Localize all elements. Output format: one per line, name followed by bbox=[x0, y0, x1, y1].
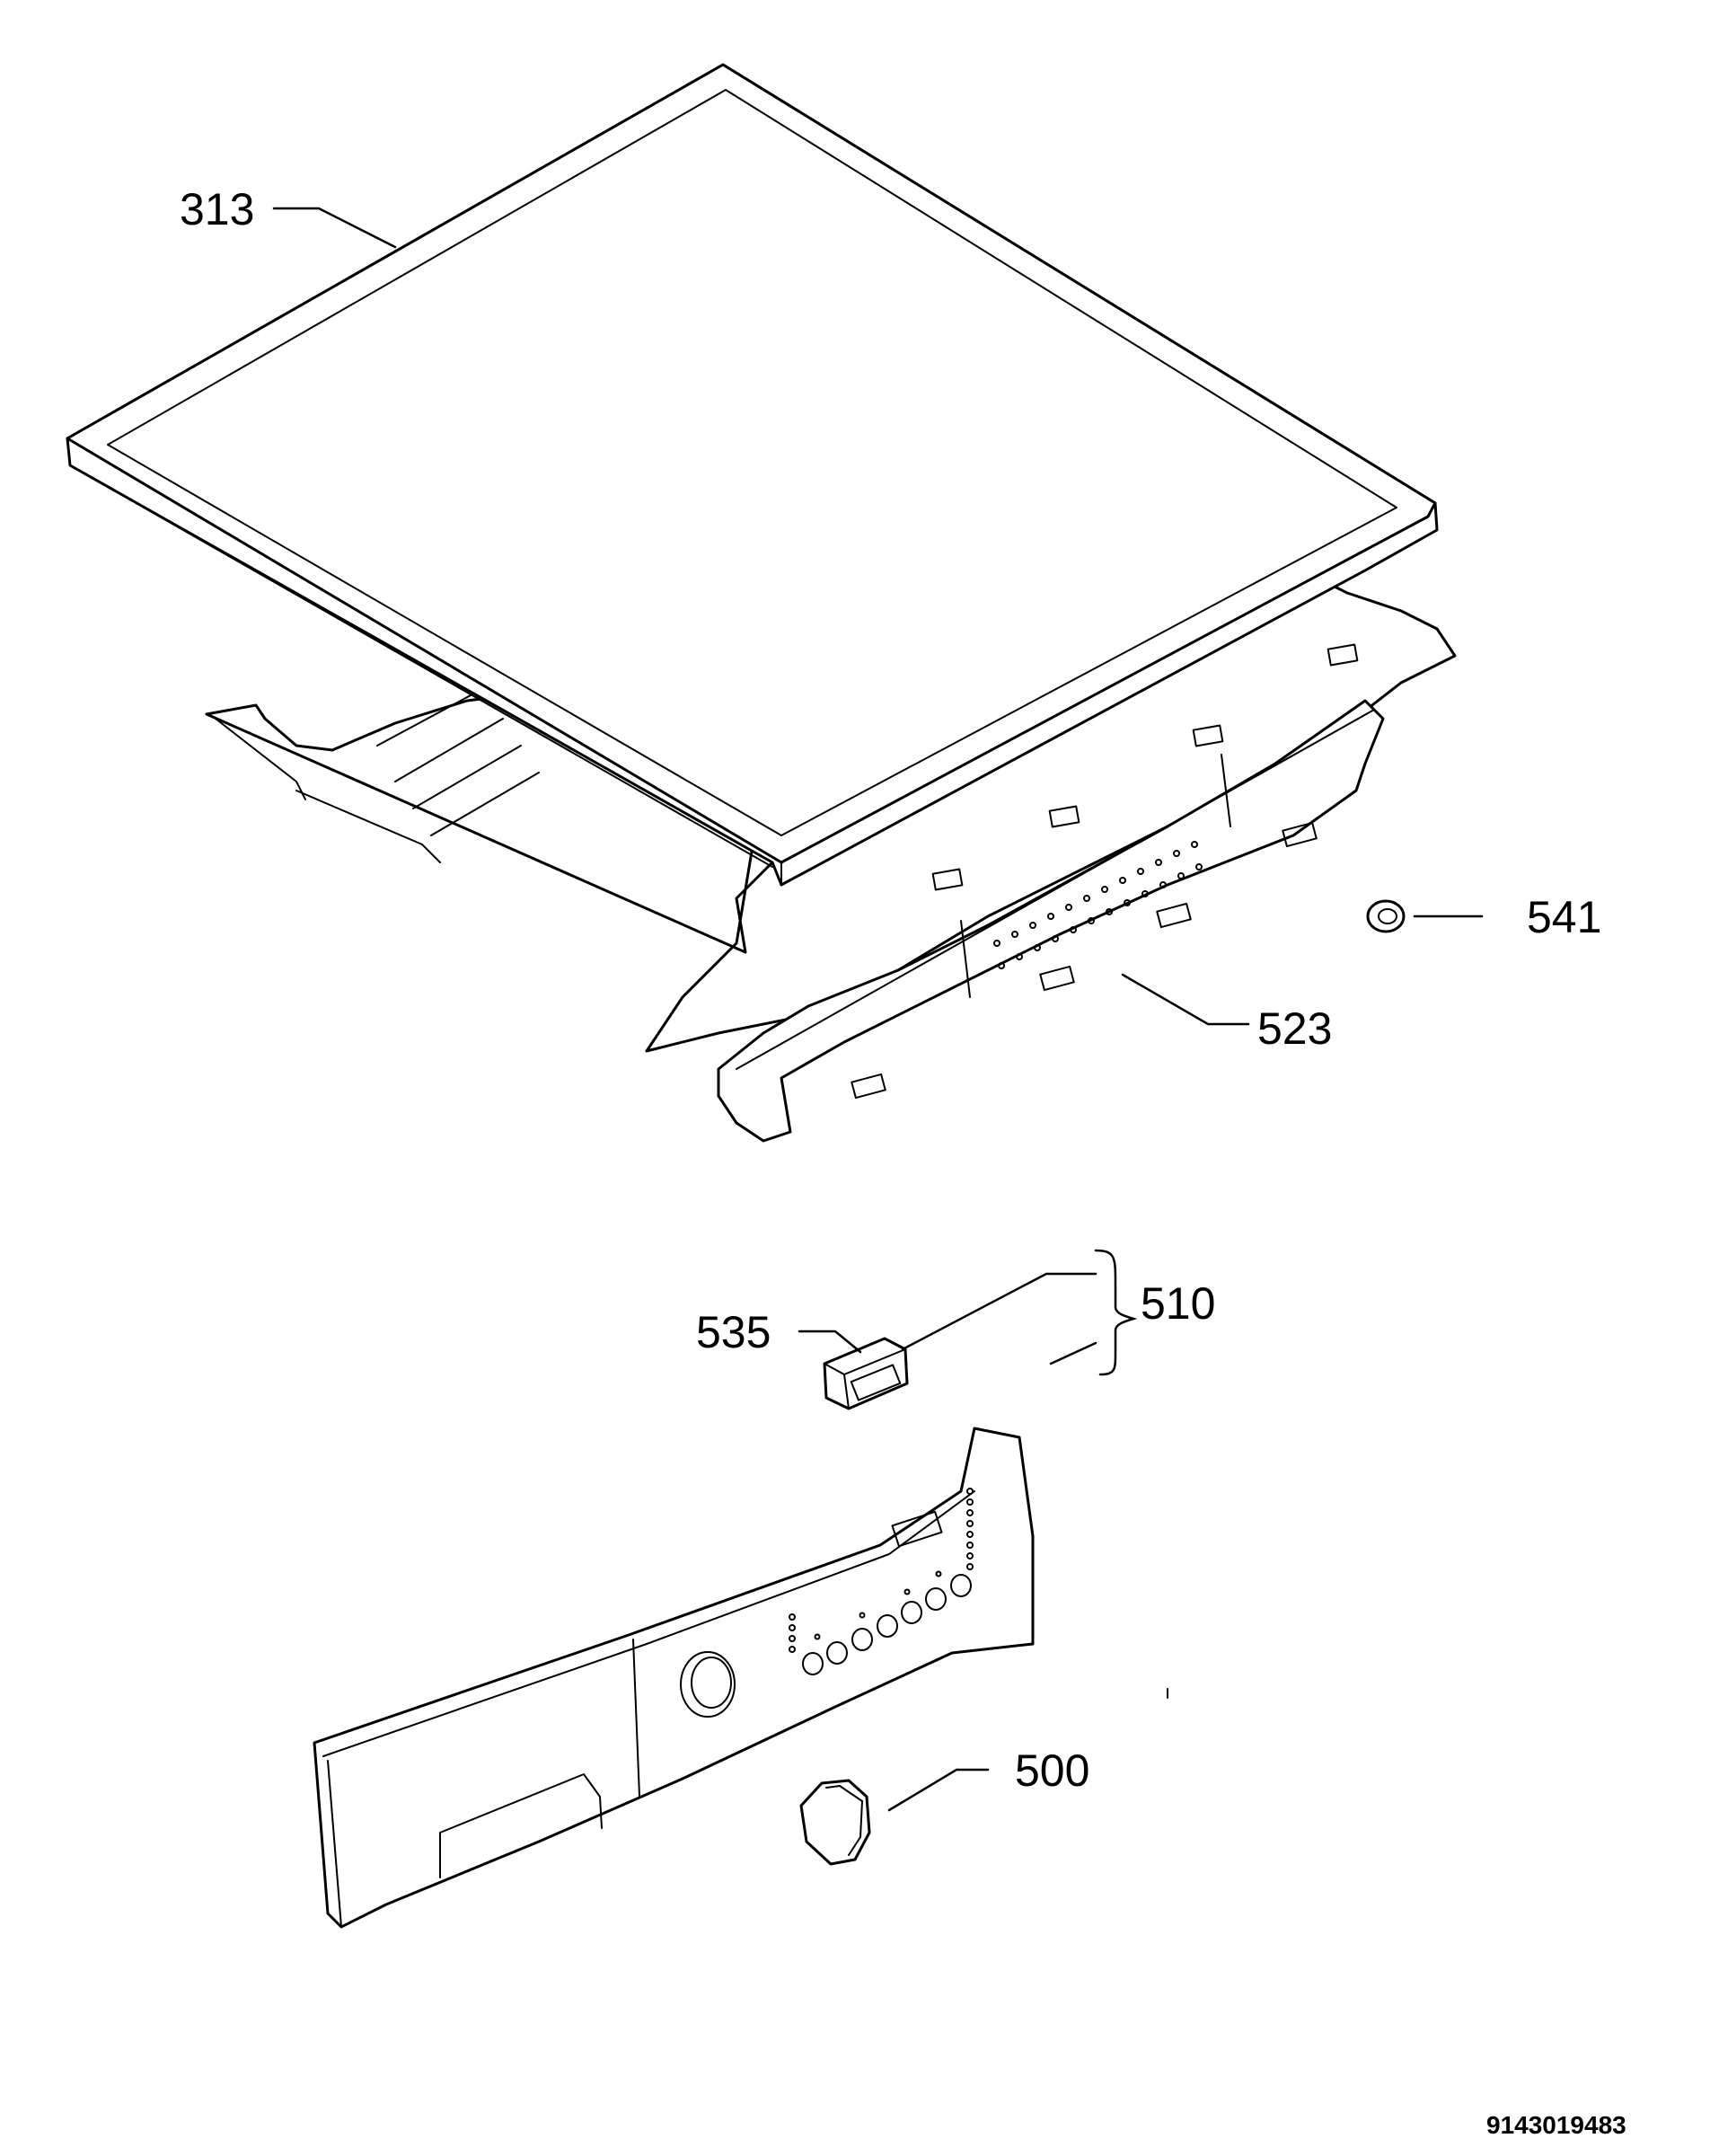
label-313: 313 bbox=[180, 184, 254, 234]
panel-buttons bbox=[802, 1574, 972, 1675]
label-510: 510 bbox=[1141, 1278, 1215, 1329]
part-541-ring bbox=[1366, 899, 1406, 933]
panel-leds bbox=[789, 1488, 974, 1653]
label-535: 535 bbox=[696, 1307, 771, 1357]
vent-holes bbox=[993, 841, 1203, 969]
label-500: 500 bbox=[1015, 1745, 1089, 1796]
part-313-lid bbox=[66, 63, 1439, 887]
label-523: 523 bbox=[1257, 1003, 1332, 1054]
document-number: 9143019483 bbox=[1486, 2111, 1626, 2139]
part-500-knob bbox=[799, 1779, 871, 1866]
control-panel bbox=[313, 1427, 1035, 1929]
label-541: 541 bbox=[1527, 892, 1601, 942]
part-535-display bbox=[823, 1337, 909, 1410]
leader-lines bbox=[272, 207, 1484, 1812]
